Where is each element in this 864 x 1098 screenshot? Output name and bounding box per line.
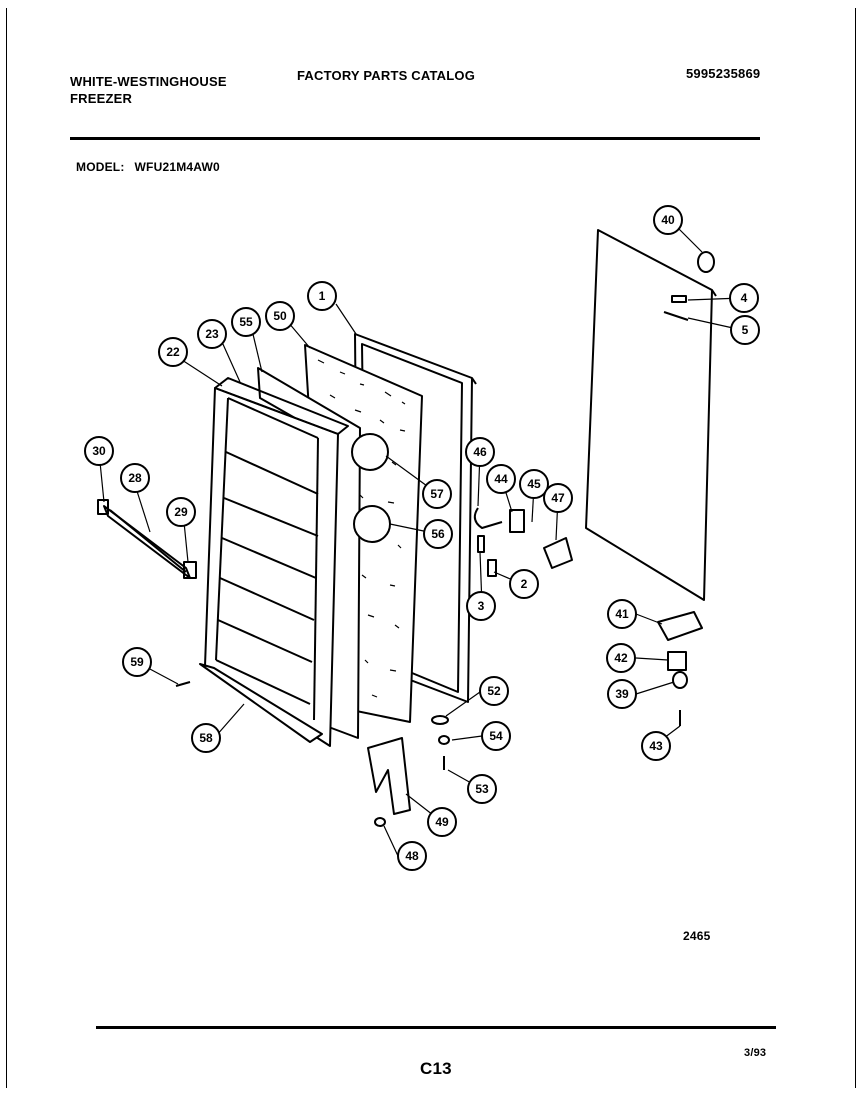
part-3-pin	[477, 535, 485, 553]
svg-text:59: 59	[130, 655, 144, 669]
callout-40: 40	[653, 205, 683, 235]
part-54-nut	[438, 735, 450, 745]
detail-56	[353, 505, 391, 543]
callout-43: 43	[641, 731, 671, 761]
diagram-code: 2465	[683, 929, 711, 943]
callout-53: 53	[467, 774, 497, 804]
callout-1: 1	[307, 281, 337, 311]
part-4-clip	[671, 295, 687, 303]
footer-rule	[96, 1026, 776, 1029]
part-48-screw	[374, 817, 386, 827]
svg-text:43: 43	[649, 739, 663, 753]
callout-49: 49	[427, 807, 457, 837]
callout-42: 42	[606, 643, 636, 673]
callout-47: 47	[543, 483, 573, 513]
inner-door	[204, 377, 349, 747]
part-5-strip	[663, 311, 689, 321]
part-41-hinge	[657, 611, 703, 641]
callout-29: 29	[166, 497, 196, 527]
svg-text:44: 44	[494, 472, 508, 486]
svg-text:3: 3	[478, 599, 485, 613]
brand-title: WHITE-WESTINGHOUSE FREEZER	[70, 73, 227, 107]
svg-text:57: 57	[430, 487, 444, 501]
svg-text:52: 52	[487, 684, 501, 698]
callout-59: 59	[122, 647, 152, 677]
svg-text:22: 22	[166, 345, 180, 359]
svg-text:54: 54	[489, 729, 503, 743]
svg-text:45: 45	[527, 477, 541, 491]
svg-text:49: 49	[435, 815, 449, 829]
callout-3: 3	[466, 591, 496, 621]
svg-text:1: 1	[319, 289, 326, 303]
callout-45: 45	[519, 469, 549, 499]
callout-30: 30	[84, 436, 114, 466]
callout-22: 22	[158, 337, 188, 367]
svg-text:23: 23	[205, 327, 219, 341]
callout-23: 23	[197, 319, 227, 349]
callout-39: 39	[607, 679, 637, 709]
detail-57	[351, 433, 389, 471]
part-47-cap	[543, 537, 573, 569]
catalog-title: FACTORY PARTS CATALOG	[297, 68, 476, 83]
svg-text:29: 29	[174, 505, 188, 519]
model-value: WFU21M4AW0	[134, 160, 220, 174]
svg-text:5: 5	[742, 323, 749, 337]
part-42-bracket	[667, 651, 687, 671]
callout-54: 54	[481, 721, 511, 751]
header-rule	[70, 137, 760, 140]
document-number: 5995235869	[686, 66, 761, 81]
svg-text:40: 40	[661, 213, 675, 227]
callout-55: 55	[231, 307, 261, 337]
callout-46: 46	[465, 437, 495, 467]
callout-57: 57	[422, 479, 452, 509]
model-line: MODEL: WFU21M4AW0	[76, 160, 230, 174]
svg-text:28: 28	[128, 471, 142, 485]
callout-5: 5	[730, 315, 760, 345]
part-2-spacer	[487, 559, 497, 577]
svg-text:55: 55	[239, 315, 253, 329]
svg-text:2: 2	[521, 577, 528, 591]
callout-52: 52	[479, 676, 509, 706]
svg-text:58: 58	[199, 731, 213, 745]
svg-text:41: 41	[615, 607, 629, 621]
page-border	[6, 8, 856, 1088]
svg-text:4: 4	[741, 291, 748, 305]
revision-date: 3/93	[744, 1047, 767, 1059]
callout-2: 2	[509, 569, 539, 599]
svg-text:48: 48	[405, 849, 419, 863]
part-59-screw	[175, 681, 191, 687]
brand-line-1: WHITE-WESTINGHOUSE	[70, 74, 227, 89]
svg-text:42: 42	[614, 651, 628, 665]
brand-line-2: FREEZER	[70, 91, 133, 106]
svg-text:46: 46	[473, 445, 487, 459]
svg-text:39: 39	[615, 687, 629, 701]
svg-text:30: 30	[92, 444, 106, 458]
callout-28: 28	[120, 463, 150, 493]
callout-58: 58	[191, 723, 221, 753]
cabinet-door	[585, 229, 717, 601]
part-49-cover	[367, 737, 411, 815]
callout-41: 41	[607, 599, 637, 629]
part-40-grommet	[697, 251, 715, 273]
page-number: C13	[420, 1059, 452, 1078]
part-45-spacer	[509, 509, 525, 533]
callout-56: 56	[423, 519, 453, 549]
callout-48: 48	[397, 841, 427, 871]
model-label: MODEL:	[76, 160, 125, 174]
callout-44: 44	[486, 464, 516, 494]
part-52-washer	[431, 715, 449, 725]
svg-text:47: 47	[551, 491, 565, 505]
part-39-bushing	[672, 671, 688, 689]
shelf-rail	[97, 499, 197, 579]
callout-50: 50	[265, 301, 295, 331]
svg-text:56: 56	[431, 527, 445, 541]
part-44-handle	[473, 507, 503, 529]
svg-text:53: 53	[475, 782, 489, 796]
svg-text:50: 50	[273, 309, 287, 323]
callout-4: 4	[729, 283, 759, 313]
bottom-trim	[199, 663, 323, 743]
